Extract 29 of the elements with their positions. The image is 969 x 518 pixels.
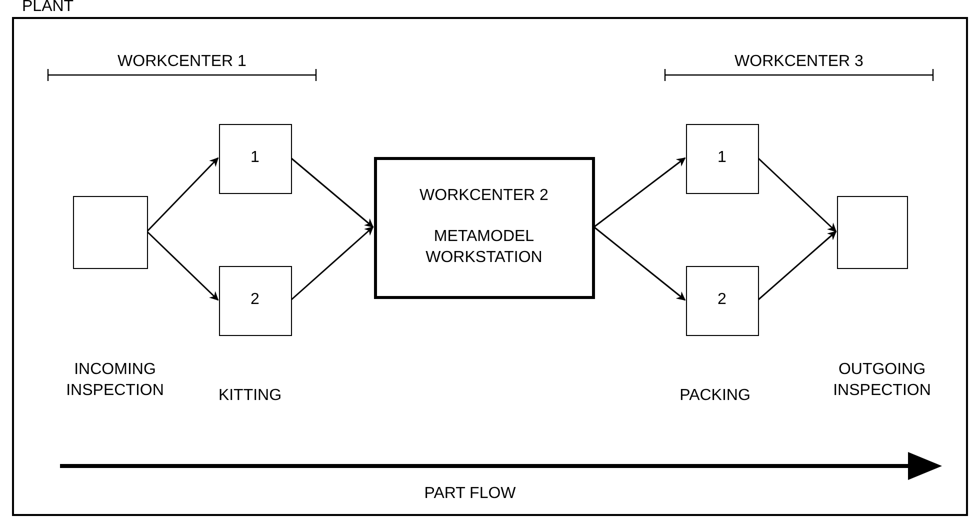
arrow <box>146 157 219 232</box>
arrow <box>290 226 374 301</box>
station-box <box>218 124 292 194</box>
stage-label: PACKING <box>678 386 752 406</box>
arrow <box>594 157 686 228</box>
arrow <box>594 226 686 301</box>
station-number: 2 <box>718 290 726 310</box>
flow-label: PART FLOW <box>423 484 517 504</box>
stage-label: KITTING <box>217 386 283 406</box>
inspection-box <box>836 196 908 268</box>
station-caption: OUTGOING INSPECTION <box>832 360 932 401</box>
station-box <box>686 124 758 194</box>
station-number: 2 <box>250 290 260 310</box>
arrow <box>290 157 374 228</box>
arrow <box>757 157 837 232</box>
station-number: 1 <box>250 148 260 168</box>
inspection-box <box>72 196 148 268</box>
workstation-box <box>374 156 594 298</box>
workcenter-label: WORKCENTER 3 <box>734 52 864 72</box>
workstation-text: METAMODEL WORKSTATION <box>424 227 544 268</box>
station-box <box>686 266 758 336</box>
arrow <box>758 230 837 301</box>
arrow <box>146 230 219 301</box>
workstation-text: WORKCENTER 2 <box>418 186 550 206</box>
station-number: 1 <box>718 148 726 168</box>
station-caption: INCOMING INSPECTION <box>65 360 165 401</box>
workcenter-label: WORKCENTER 1 <box>116 52 248 72</box>
station-box <box>218 266 292 336</box>
plant-heading: PLANT <box>22 0 74 17</box>
